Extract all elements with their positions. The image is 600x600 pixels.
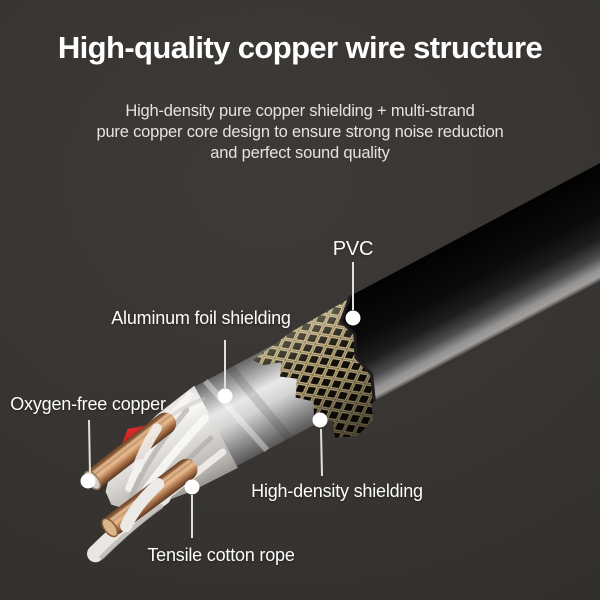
marker-dot-tensile [184, 479, 200, 495]
marker-dot-oxygen [80, 473, 96, 489]
foil-seam [226, 364, 293, 442]
marker-dots [80, 310, 361, 495]
foil-sheen [203, 378, 270, 453]
pvc-cut-edge [339, 295, 376, 402]
page-title: High-quality copper wire structure [57, 30, 543, 65]
cotton-strand-over-upper-wire [132, 423, 162, 474]
marker-dot-aluminum [217, 388, 233, 404]
leader-line-oxygen [88, 419, 91, 475]
subtitle-line-3: and perfect sound quality [210, 144, 390, 162]
marker-dot-high-density [312, 412, 328, 428]
label-tensile-cotton-rope: Tensile cotton rope [147, 545, 295, 565]
subtitle-line-1: High-density pure copper shielding + mul… [125, 102, 475, 120]
leader-line-high-density [320, 428, 323, 477]
label-oxygen-free-copper: Oxygen-free copper [10, 394, 166, 414]
cable-illustration [84, 130, 600, 563]
pvc-jacket [341, 130, 600, 401]
label-pvc: PVC [332, 238, 374, 260]
label-aluminum-foil-shielding: Aluminum foil shielding [111, 308, 291, 328]
leader-lines [88, 262, 354, 538]
cotton-strand-over-wire [120, 478, 165, 533]
label-high-density-shielding: High-density shielding [251, 481, 423, 501]
page-subtitle: High-density pure copper shielding + mul… [0, 101, 600, 164]
cotton-strand [127, 407, 190, 502]
marker-dot-pvc [345, 310, 361, 326]
subtitle-line-2: pure copper core design to ensure strong… [96, 123, 504, 141]
cotton-rope-lower-shade [99, 503, 164, 560]
